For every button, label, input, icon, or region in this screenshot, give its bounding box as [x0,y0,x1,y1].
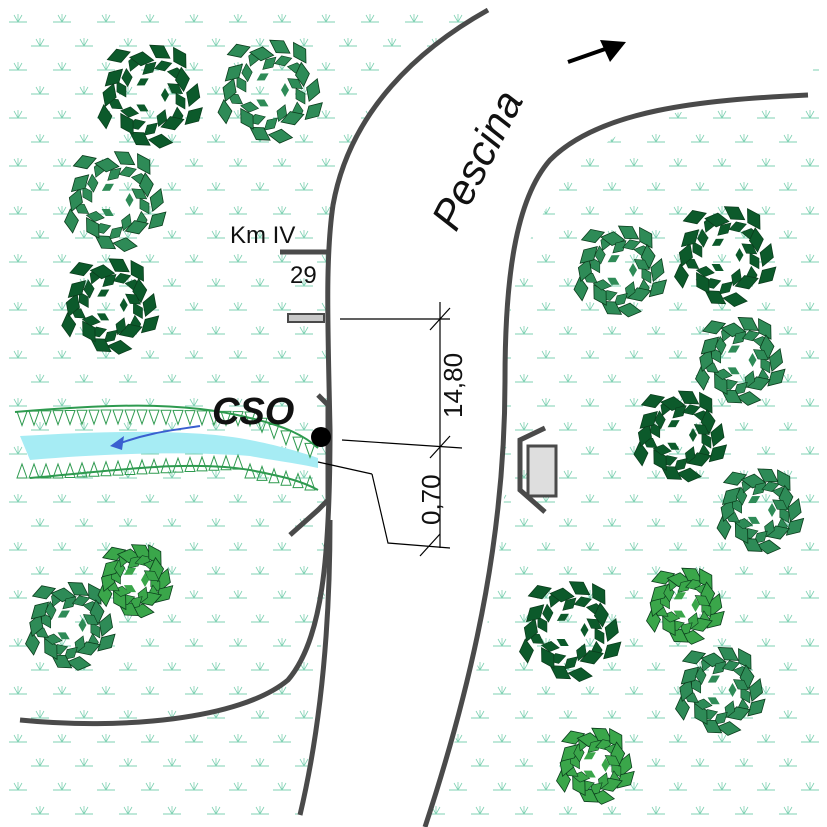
tree-icon [64,151,167,253]
pipe-stub [287,313,325,323]
tree-icon [633,390,728,483]
cso-label: CSO [212,391,294,433]
tree-icon [25,581,116,671]
tree-icon [675,646,766,736]
right-structure [526,444,558,498]
km-label-top: Km IV [230,222,295,249]
offset-dimension-label: 0,70 [416,474,446,525]
width-dimension-label: 14,80 [438,353,468,418]
tree-icon [97,44,203,149]
river-right-bank [422,92,809,827]
tree-icon [556,727,635,805]
tree-icon [573,225,668,318]
km-label-bottom: 29 [290,262,317,289]
right-wingwall [517,425,547,514]
river-water [300,0,827,827]
river-left-bank-lower [297,519,333,816]
tree-icon [61,258,160,355]
outfall-wingwall [288,393,331,537]
channel-bank-hatching [14,404,319,491]
tree-icon [646,567,725,645]
tree-icon [217,39,323,144]
tree-icon [674,206,777,308]
dimension-lines [317,302,463,557]
tree-icon [716,468,805,555]
tree-icon [519,581,622,683]
flow-arrowhead-icon [110,436,124,450]
tree-group [25,39,805,805]
arrow-icon [600,40,626,62]
flow-arrow-icon [117,425,201,445]
tree-icon [695,316,786,406]
inflow-channel [20,431,318,468]
cso-point-icon[interactable] [311,427,331,447]
tree-icon [97,544,174,619]
flow-direction-shaft [567,46,609,64]
